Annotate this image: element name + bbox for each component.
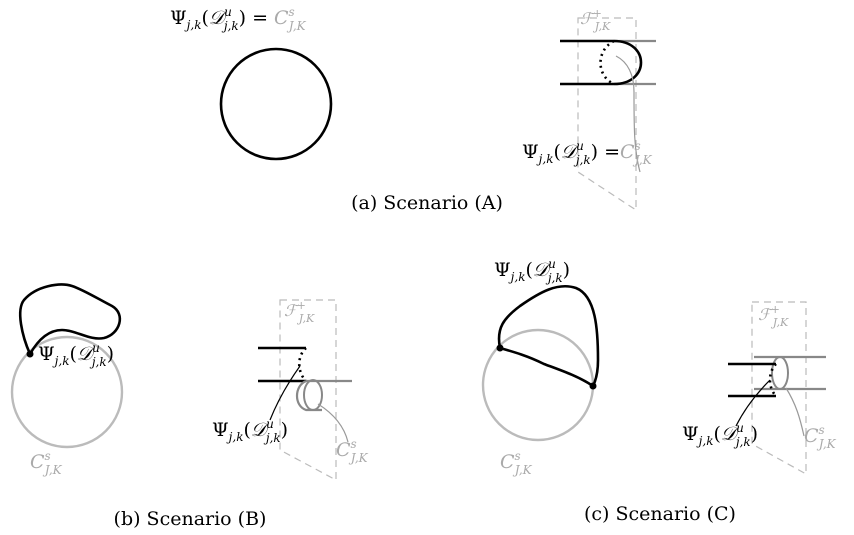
- intersection-point-c2: [589, 382, 597, 390]
- surface-f-outline: [577, 17, 637, 212]
- intersection-point-b: [26, 350, 34, 358]
- caption-b: (b) Scenario (B): [114, 508, 267, 530]
- tube-a: [560, 39, 656, 173]
- domain-image-circle: [219, 47, 333, 161]
- surface-f-outline-c: [751, 301, 807, 476]
- curve-c-circle-b: [10, 335, 124, 449]
- caption-a: (a) Scenario (A): [351, 192, 503, 214]
- tube-c: [728, 355, 826, 437]
- domain-image-blob-b: [18, 283, 122, 357]
- caption-c: (c) Scenario (C): [584, 503, 736, 525]
- domain-image-blob-c: [497, 285, 600, 388]
- surface-f-label: ℱ+J,K: [580, 7, 611, 33]
- tube-b: [258, 346, 352, 443]
- surface-f-label-b: ℱ+J,K: [284, 299, 315, 325]
- surface-f-outline-b: [279, 299, 337, 482]
- surface-f-label-c: ℱ+J,K: [758, 303, 789, 329]
- intersection-point-c1: [496, 344, 504, 352]
